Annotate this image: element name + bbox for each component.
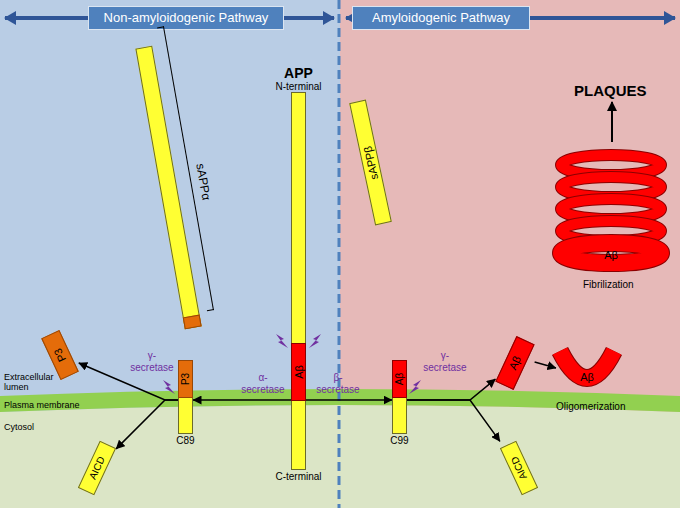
abeta-oligomer: Aβ (556, 345, 618, 393)
node-text: Amyloidogenic Pathway (372, 11, 510, 26)
annotation-label: Oligomerization (556, 401, 625, 413)
node-text: AICD (509, 455, 530, 482)
annotation-label: PLAQUES (574, 82, 647, 99)
aicd-fragment: AICD (500, 441, 538, 496)
node-text: AICD (87, 455, 108, 482)
annotation-label: Cytosol (4, 422, 34, 432)
cleavage-arrow (306, 399, 392, 401)
sappa-fragment: sAPPα (135, 46, 201, 330)
annotation-label: Plasma membrane (4, 400, 80, 410)
c89-fragment: C89P3 (178, 360, 193, 434)
node-text: P3 (180, 373, 192, 385)
annotation-label: Fibrilization (583, 279, 634, 291)
enzyme-label: β- secretase (313, 372, 363, 395)
oligomer-shape (556, 345, 618, 393)
node-text: Aβ (604, 249, 618, 262)
app-protein: APPN-terminalC-terminalAβ (291, 92, 306, 470)
cleavage-arrow (407, 400, 500, 441)
cleavage-arrow (407, 379, 495, 400)
sappa-tip (183, 315, 202, 330)
node-text: sAPPα (192, 162, 212, 201)
aicd-fragment: AICD (78, 441, 116, 496)
node-text: Aβ (580, 371, 594, 384)
abeta-peptide: Aβ (495, 336, 534, 390)
c99-fragment: C99Aβ (392, 360, 407, 434)
enzyme-label: γ- secretase (130, 350, 174, 373)
node-text: Aβ (506, 354, 523, 372)
p3-domain: P3 (178, 360, 193, 398)
node-text: C-terminal (275, 471, 321, 483)
abeta-domain: Aβ (291, 343, 306, 401)
node-text: Aβ (394, 373, 406, 385)
abeta-fibril: Aβ (556, 145, 666, 273)
divider-line (338, 0, 341, 508)
enzyme-label: γ- secretase (422, 350, 468, 373)
annotation-label: Extracellular lumen (4, 372, 66, 393)
sappb-fragment: sAPPβ (349, 100, 392, 226)
enzyme-label: α- secretase (238, 372, 288, 395)
cleavage-arrow (116, 400, 178, 449)
cleavage-arrow (535, 362, 556, 368)
node-text: C89 (176, 435, 194, 447)
node-text: N-terminal (275, 81, 321, 93)
node-text: C99 (390, 435, 408, 447)
pathway-header: Amyloidogenic Pathway (352, 6, 530, 30)
node-text: P3 (51, 346, 68, 364)
cleavage-arrow (193, 399, 291, 401)
node-text: APP (284, 65, 313, 81)
plaque-arrow (611, 102, 613, 142)
node-text: sAPPβ (361, 145, 380, 181)
node-text: Non-amyloidogenic Pathway (104, 11, 269, 26)
pathway-header: Non-amyloidogenic Pathway (88, 6, 284, 30)
node-text: Aβ (292, 365, 305, 379)
abeta-domain: Aβ (392, 360, 407, 398)
